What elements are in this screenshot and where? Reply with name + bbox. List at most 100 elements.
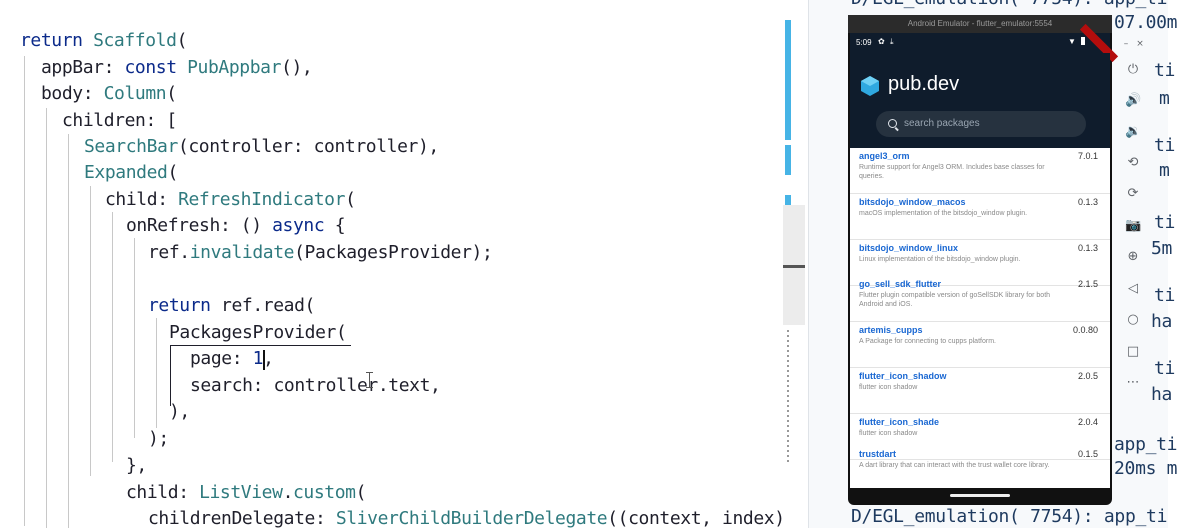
code-line-15[interactable]: ), (169, 401, 190, 422)
scroll-marker (785, 195, 791, 205)
package-version: 0.1.5 (1077, 449, 1098, 459)
code-line-3[interactable]: body: Column( (41, 83, 177, 104)
battery-icon (1081, 37, 1085, 45)
minimize-icon[interactable]: – (1123, 39, 1129, 49)
console-fragment: m (1159, 88, 1170, 109)
code-line-4[interactable]: children: [ (62, 110, 177, 131)
console-fragment: app_ti (1114, 434, 1177, 455)
indent-guide (134, 238, 135, 438)
package-description: flutter icon shadow (859, 384, 918, 391)
package-version: 2.0.5 (1077, 371, 1098, 381)
indent-guide (24, 56, 25, 526)
package-list-item[interactable]: flutter_icon_shade 2.0.4 flutter icon sh… (850, 414, 1110, 460)
more-icon[interactable]: ⋯ (1126, 375, 1140, 390)
console-fragment: ti (1154, 135, 1176, 156)
code-line-13[interactable]: page: 1, (190, 348, 274, 369)
rotate-right-icon[interactable]: ⟳ (1127, 186, 1139, 201)
package-list-item[interactable]: angel3_orm 7.0.1 Runtime support for Ang… (850, 148, 1110, 194)
power-icon[interactable]: ⏻ (1127, 62, 1139, 77)
volume-up-icon[interactable]: 🔊 (1125, 93, 1142, 108)
indent-guide (156, 318, 157, 428)
package-name[interactable]: flutter_icon_shade (859, 417, 940, 427)
code-line-19[interactable]: childrenDelegate: SliverChildBuilderDele… (148, 508, 785, 529)
package-description: macOS implementation of the bitsdojo_win… (859, 210, 1028, 217)
package-version: 0.1.3 (1077, 243, 1098, 253)
package-description: A dart library that can interact with th… (859, 462, 1050, 469)
app-bar: pub.dev search packages (850, 53, 1110, 148)
console-line: D/EGL_emulation( 7754): app_ti (851, 0, 1167, 9)
package-name[interactable]: flutter_icon_shadow (859, 371, 947, 381)
package-name[interactable]: trustdart (859, 449, 897, 459)
package-list-item[interactable]: trustdart 0.1.5 A dart library that can … (850, 446, 1110, 492)
close-icon[interactable]: × (1136, 39, 1144, 49)
rotate-left-icon[interactable]: ⟲ (1127, 155, 1139, 170)
volume-down-icon[interactable]: 🔉 (1125, 124, 1142, 139)
package-description: Flutter plugin compatible version of goS… (859, 292, 1051, 308)
code-line-5[interactable]: SearchBar(controller: controller), (84, 136, 439, 157)
package-description: Linux implementation of the bitsdojo_win… (859, 256, 1021, 263)
indent-guide (46, 108, 47, 528)
emulator-toolbar: – × ⏻ 🔊 🔉 ⟲ ⟳ 📷 ⊕ ◁ ○ □ ⋯ (1118, 38, 1148, 398)
wifi-icon: ▼ (1068, 37, 1076, 46)
scroll-marker (785, 20, 791, 140)
code-line-9[interactable]: ref.invalidate(PackagesProvider); (148, 242, 493, 263)
console-fragment: 20ms m (1114, 458, 1177, 479)
console-fragment: ha (1151, 311, 1173, 332)
package-description: Runtime support for Angel3 ORM. Includes… (859, 164, 1045, 180)
code-line-17[interactable]: }, (126, 455, 147, 476)
gesture-nav-bar (850, 488, 1110, 503)
bracket-scope-highlight (170, 345, 351, 406)
package-name[interactable]: bitsdojo_window_linux (859, 243, 958, 253)
console-fragment: 5m (1151, 238, 1173, 259)
mouse-ibeam-icon (365, 372, 374, 388)
status-time: 5:09 (856, 38, 872, 47)
emulator-title-bar[interactable]: Android Emulator - flutter_emulator:5554 (848, 15, 1112, 33)
zoom-icon[interactable]: ⊕ (1127, 249, 1139, 264)
package-list-item[interactable]: artemis_cupps 0.0.80 A Package for conne… (850, 322, 1110, 368)
code-line-8[interactable]: onRefresh: () async { (126, 215, 346, 236)
home-gesture-pill[interactable] (950, 494, 1010, 497)
code-line-11[interactable]: return ref.read( (148, 295, 315, 316)
code-line-14[interactable]: search: controller.text, (190, 375, 441, 396)
search-placeholder: search packages (904, 118, 980, 129)
package-name[interactable]: bitsdojo_window_macos (859, 197, 966, 207)
package-list[interactable]: angel3_orm 7.0.1 Runtime support for Ang… (850, 148, 1110, 488)
android-emulator-window[interactable]: Android Emulator - flutter_emulator:5554… (848, 15, 1119, 505)
code-line-16[interactable]: ); (148, 428, 169, 449)
code-editor[interactable]: return Scaffold( appBar: const PubAppbar… (0, 0, 808, 529)
search-icon (888, 119, 897, 128)
text-cursor (263, 350, 265, 370)
home-icon[interactable]: ○ (1127, 312, 1139, 327)
scrollbar-thumb[interactable] (783, 265, 805, 268)
package-version: 0.1.3 (1077, 197, 1098, 207)
package-list-item[interactable]: bitsdojo_window_linux 0.1.3 Linux implem… (850, 240, 1110, 286)
code-line-1[interactable]: return Scaffold( (20, 30, 187, 51)
code-line-7[interactable]: child: RefreshIndicator( (105, 189, 356, 210)
package-name[interactable]: go_sell_sdk_flutter (859, 279, 942, 289)
indent-guide (112, 212, 113, 462)
console-fragment: ti (1154, 60, 1176, 81)
code-line-6[interactable]: Expanded( (84, 162, 178, 183)
package-list-item[interactable]: go_sell_sdk_flutter 2.1.5 Flutter plugin… (850, 276, 1110, 322)
status-bar: 5:09 ✿ ⤓ ▼ (850, 23, 1119, 63)
package-name[interactable]: artemis_cupps (859, 325, 923, 335)
package-description: flutter icon shadow (859, 430, 918, 437)
code-line-2[interactable]: appBar: const PubAppbar(), (41, 57, 313, 78)
package-list-item[interactable]: bitsdojo_window_macos 0.1.3 macOS implem… (850, 194, 1110, 240)
package-name[interactable]: angel3_orm (859, 151, 910, 161)
console-fragment: m (1159, 160, 1170, 181)
code-line-18[interactable]: child: ListView.custom( (126, 482, 367, 503)
back-icon[interactable]: ◁ (1128, 281, 1138, 296)
code-line-12[interactable]: PackagesProvider( (169, 322, 347, 343)
scroll-marker (785, 145, 791, 175)
console-fragment: ha (1151, 384, 1173, 405)
package-version: 7.0.1 (1077, 151, 1098, 161)
phone-screen[interactable]: 5:09 ✿ ⤓ ▼ pub.dev search packages angel… (850, 23, 1119, 503)
dart-logo-icon (861, 76, 879, 96)
overview-icon[interactable]: □ (1126, 344, 1140, 359)
console-line: 07.00m (1114, 12, 1177, 33)
search-input[interactable]: search packages (876, 111, 1086, 137)
package-list-item[interactable]: flutter_icon_shadow 2.0.5 flutter icon s… (850, 368, 1110, 414)
camera-icon[interactable]: 📷 (1125, 218, 1142, 233)
download-icon: ⤓ (890, 37, 894, 46)
